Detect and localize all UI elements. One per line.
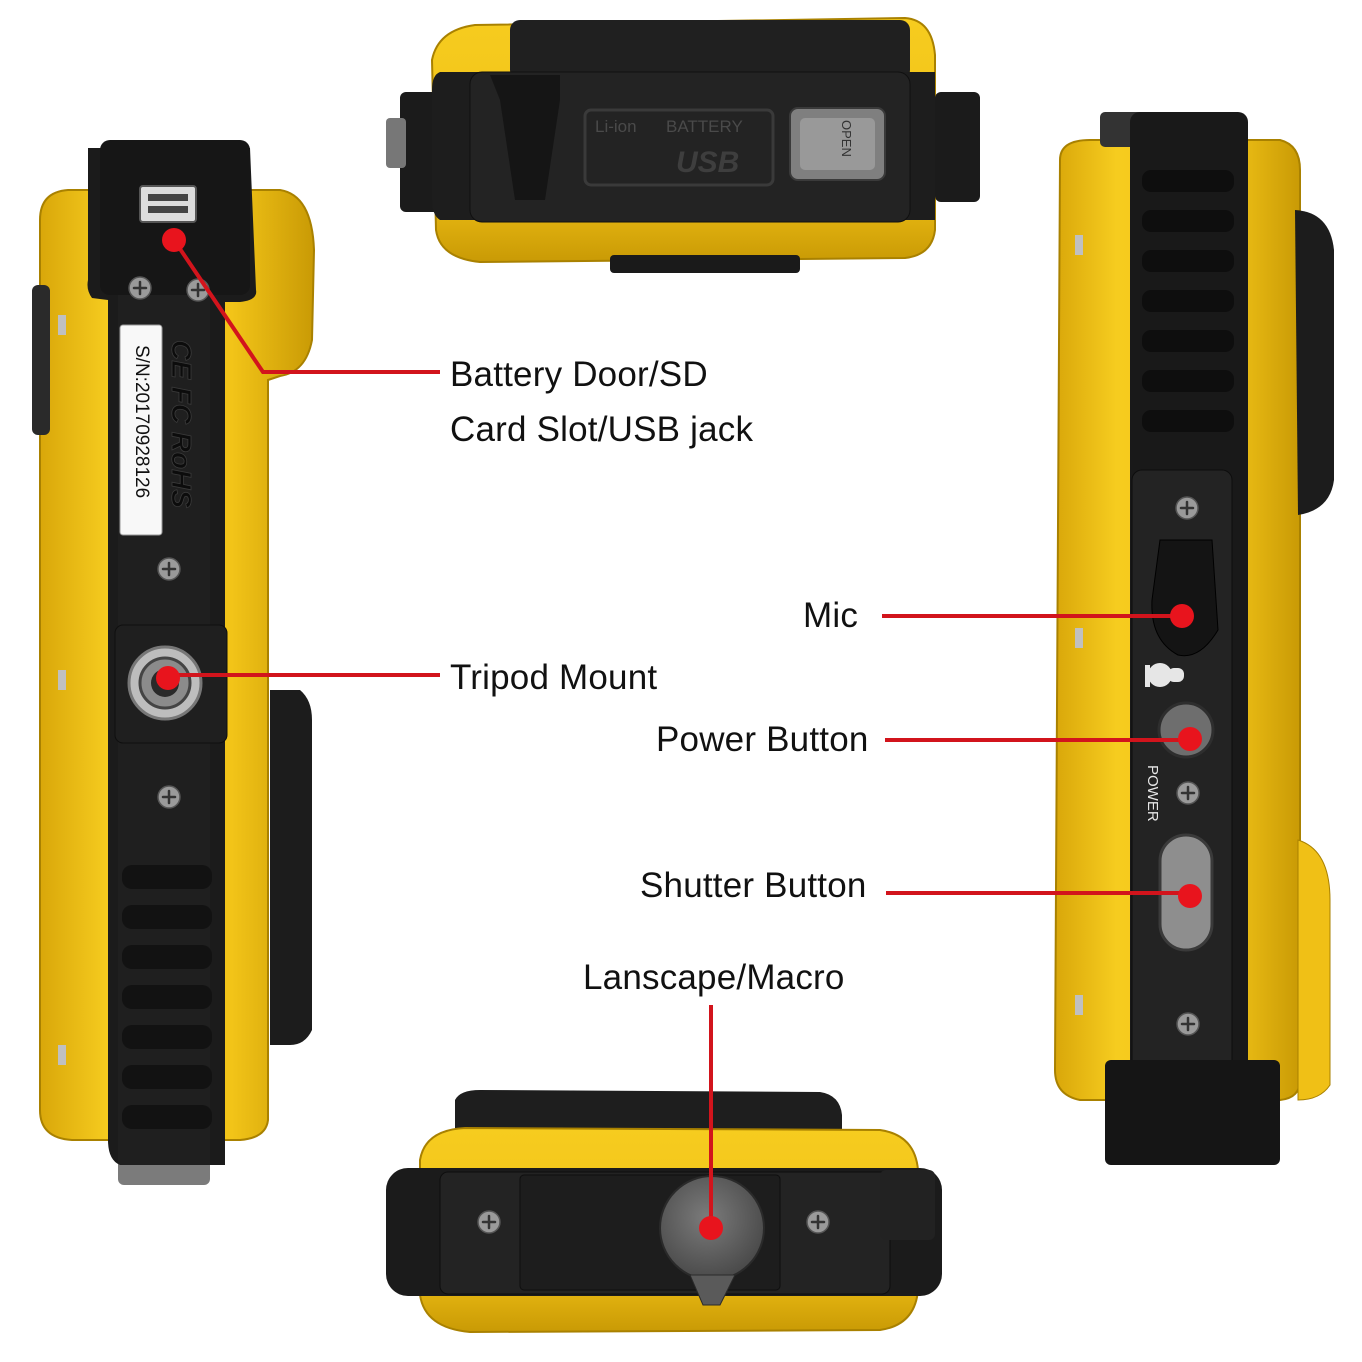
certification-marks: CE FC RoHS [166,340,197,508]
leader-battery-door [172,238,440,374]
mic-label: Mic [803,596,859,635]
screw-icon [1175,496,1199,520]
latch-open-label: OPEN [839,120,854,157]
screw-icon [157,785,181,809]
power-label: POWER [1144,765,1161,822]
tripod-mount-label: Tripod Mount [450,658,658,697]
battery-label: BATTERY [666,117,743,136]
bottom-camera-view [386,1090,942,1334]
top-camera-view: Li-ion BATTERY USB OPEN [386,16,980,273]
callout-dots [156,228,1202,1240]
screw-icon [477,1210,501,1234]
battery-door-dot [162,228,186,252]
screw-icon [128,276,152,300]
mic-dot [1170,604,1194,628]
shutter-dot [1178,884,1202,908]
serial-number-label: S/N:20170928126 [131,345,152,498]
shutter-button-label: Shutter Button [640,866,867,905]
tripod-dot [156,666,180,690]
power-button-label: Power Button [656,720,869,759]
right-camera-view: POWER [1053,112,1334,1165]
screw-icon [1176,1012,1200,1036]
battery-type-label: Li-ion [595,117,637,136]
landscape-macro-label: Lanscape/Macro [583,958,845,997]
left-camera-view: S/N:20170928126 CE FC RoHS [32,140,316,1185]
grip-ribs [122,865,212,1129]
screw-icon [806,1210,830,1234]
macro-dot [699,1216,723,1240]
callout-leaders [170,238,1190,1228]
battery-door-label-line2: Card Slot/USB jack [450,410,754,449]
screw-icon [157,557,181,581]
power-dot [1178,727,1202,751]
microphone-icon [1145,663,1184,687]
screw-icon [1176,781,1200,805]
battery-door-label-line1: Battery Door/SD [450,355,708,394]
usb-label: USB [676,146,739,179]
